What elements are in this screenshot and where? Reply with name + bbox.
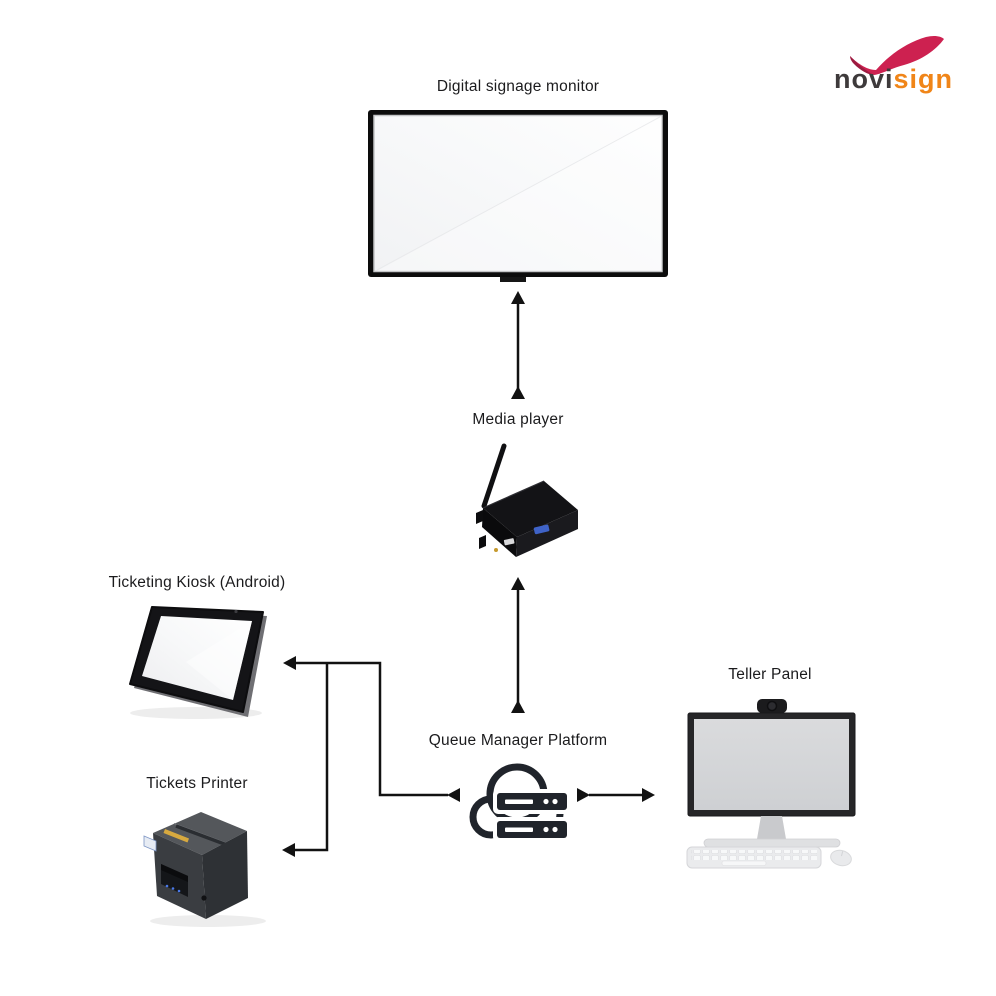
- logo-wordmark: novisign: [834, 64, 953, 94]
- arrowhead-up-icon: [511, 700, 525, 713]
- queue-manager-platform-label: Queue Manager Platform: [428, 732, 608, 749]
- teller-panel-image: [686, 699, 856, 869]
- cloud-server-icon: [469, 763, 571, 842]
- media-player-image: [476, 443, 578, 557]
- arrowhead-right-icon: [642, 788, 655, 802]
- tablet-camera-icon: [234, 609, 238, 614]
- arrowhead-up-icon: [511, 386, 525, 399]
- teller-panel-label: Teller Panel: [728, 666, 812, 683]
- power-button-icon: [201, 895, 207, 901]
- arrowhead-left-icon: [283, 656, 296, 670]
- novisign-logo-graphic: novisign: [834, 35, 953, 94]
- connector-platform-to-printer: [282, 664, 329, 857]
- warning-sticker-icon: [163, 829, 189, 843]
- ticketing-kiosk-image: [129, 606, 267, 719]
- media-player-label: Media player: [472, 411, 564, 428]
- digital-signage-monitor-label: Digital signage monitor: [436, 78, 600, 95]
- novisign-logo: novisign: [832, 28, 958, 94]
- keyboard-icon: [686, 846, 822, 869]
- mouse-icon: [830, 849, 852, 867]
- logo-wordmark-suffix: sign: [894, 64, 954, 94]
- connector-platform-to-kiosk: [283, 656, 460, 802]
- ticketing-kiosk-label: Ticketing Kiosk (Android): [108, 574, 286, 591]
- connector-media-player-to-monitor: [511, 291, 525, 399]
- digital-signage-monitor-image: [368, 110, 668, 282]
- logo-wordmark-prefix: novi: [834, 64, 894, 94]
- arrowhead-up-icon: [511, 577, 525, 590]
- printer-label-sticker: [143, 835, 157, 852]
- tickets-printer-label: Tickets Printer: [146, 775, 248, 792]
- monitor-stand-tab: [500, 277, 526, 282]
- antenna-icon: [481, 443, 507, 509]
- logo-swoosh-icon: [850, 35, 944, 75]
- arrowhead-left-icon: [282, 843, 295, 857]
- arrowhead-right-icon: [577, 788, 590, 802]
- monitor-stand: [757, 816, 786, 839]
- connector-platform-to-media-player: [511, 577, 525, 713]
- tickets-printer-image: [143, 812, 266, 927]
- usb-port-icon: [503, 538, 515, 546]
- vga-port-icon: [533, 524, 550, 535]
- connector-platform-to-teller: [577, 788, 655, 802]
- arrowhead-left-icon: [447, 788, 460, 802]
- arrowhead-up-icon: [511, 291, 525, 304]
